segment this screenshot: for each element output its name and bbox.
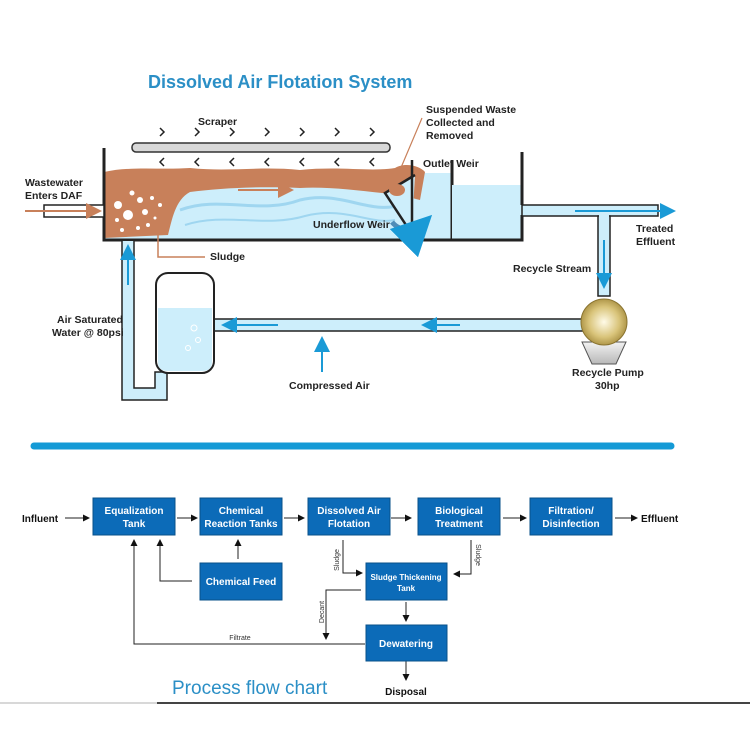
label-recycle-stream: Recycle Stream [513,263,591,275]
box-equalization: Equalization Tank [92,497,176,536]
air-bubbles [114,190,162,232]
edge-label-sludge-left: Sludge [334,549,341,571]
recycle-pipe [120,241,592,401]
saturation-tank [155,272,215,374]
label-underflow-weir: Underflow Weir [313,219,390,231]
box-chemical-feed: Chemical Feed [199,562,283,601]
box-chemical-reaction: Chemical Reaction Tanks [199,497,283,536]
box-filtration-line2: Disinfection [542,519,599,530]
box-biological-line1: Biological [435,506,483,517]
box-dewatering: Dewatering [365,624,448,662]
edge-label-decant: Decant [319,601,326,623]
label-compressed-air: Compressed Air [289,380,370,392]
box-equalization-line2: Tank [123,519,146,530]
scraper [131,127,391,167]
box-daf-line1: Dissolved Air [317,506,381,517]
edge-label-filtrate: Filtrate [229,635,251,642]
box-filtration: Filtration/ Disinfection [529,497,613,536]
inlet-pipe [25,203,105,219]
box-daf: Dissolved Air Flotation [307,497,391,536]
label-air-saturated-2: Water @ 80psi [52,327,124,339]
label-suspended-waste-2: Collected and [426,117,495,129]
box-dewatering-label: Dewatering [379,639,433,650]
label-influent: Influent [22,514,59,525]
label-recycle-pump-1: Recycle Pump [572,367,644,379]
sludge-pointer [157,235,205,258]
effluent-pipe [521,203,676,297]
recycle-pump [580,298,628,365]
box-chemical-reaction-line1: Chemical [219,506,264,517]
label-suspended-waste-3: Removed [426,130,473,142]
box-sludge-thickening-line2: Tank [397,584,416,593]
edge-label-sludge-right: Sludge [474,544,481,566]
box-sludge-thickening: Sludge Thickening Tank [365,562,448,601]
label-recycle-pump-2: 30hp [595,380,620,392]
box-filtration-line1: Filtration/ [548,506,594,517]
label-wastewater-2: Enters DAF [25,190,83,202]
box-biological-line2: Treatment [435,519,483,530]
label-treated-effluent-2: Effluent [636,236,676,248]
label-disposal: Disposal [385,687,427,698]
box-chemical-feed-label: Chemical Feed [206,577,277,588]
flotation-tank [102,148,524,258]
label-wastewater-1: Wastewater [25,177,83,189]
label-suspended-waste-1: Suspended Waste [426,104,516,116]
label-effluent: Effluent [641,514,679,525]
box-chemical-reaction-line2: Reaction Tanks [204,519,278,530]
box-biological: Biological Treatment [417,497,501,536]
process-flow-chart: Equalization Tank Chemical Reaction Tank… [22,497,679,699]
label-sludge: Sludge [210,251,245,263]
flowchart-title: Process flow chart [172,678,328,699]
label-outlet-weir: Outlet Weir [423,158,479,170]
box-sludge-thickening-line1: Sludge Thickening [370,573,441,582]
box-daf-line2: Flotation [328,519,370,530]
label-treated-effluent-1: Treated [636,223,673,235]
label-scraper: Scraper [198,116,237,128]
sludge-layer [104,165,425,238]
box-equalization-line1: Equalization [105,506,164,517]
daf-title: Dissolved Air Flotation System [148,72,412,92]
label-air-saturated-1: Air Saturated [57,314,123,326]
waste-pointer [399,117,423,171]
